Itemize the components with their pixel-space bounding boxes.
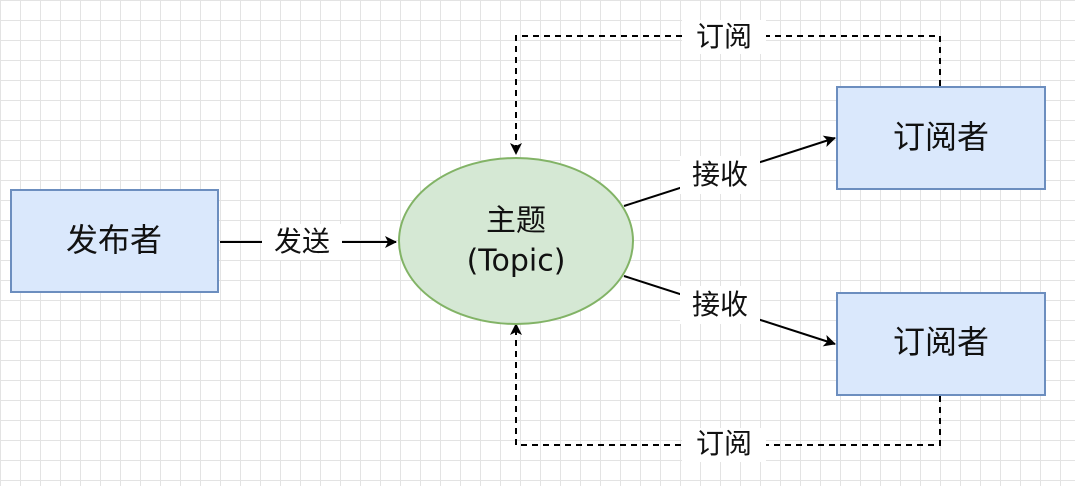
subscriber-bottom-label: 订阅者 xyxy=(893,323,989,361)
receive-top-label: 接收 xyxy=(692,158,748,191)
publisher-node: 发布者 xyxy=(10,189,219,293)
topic-node: 主题 (Topic) xyxy=(398,157,634,325)
subscriber-bottom-node: 订阅者 xyxy=(836,292,1046,396)
topic-label-line1: 主题 xyxy=(486,204,546,239)
subscriber-top-label: 订阅者 xyxy=(893,118,989,156)
publisher-label: 发布者 xyxy=(66,221,162,259)
subscribe-top-edge xyxy=(510,35,941,155)
subscribe-bottom-label: 订阅 xyxy=(696,427,752,460)
send-label: 发送 xyxy=(274,225,330,258)
subscribe-top-label: 订阅 xyxy=(696,20,752,53)
receive-bottom-label: 接收 xyxy=(692,288,748,321)
subscriber-top-node: 订阅者 xyxy=(836,86,1046,190)
topic-label-line2: (Topic) xyxy=(467,244,566,279)
subscribe-bottom-edge xyxy=(510,323,941,446)
